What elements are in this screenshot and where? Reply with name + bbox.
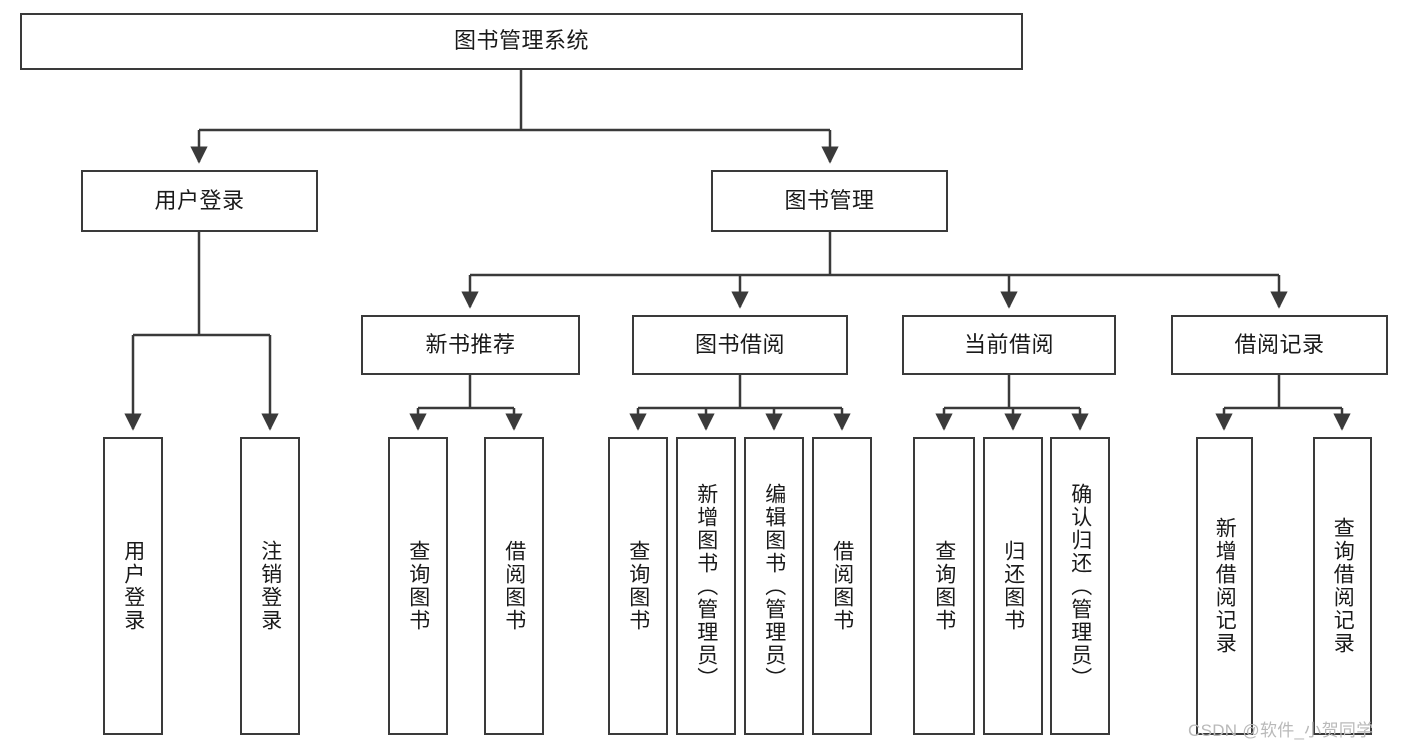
node-label: 编辑图书（管理员） bbox=[762, 482, 786, 690]
node-book-borrow[interactable]: 图书借阅 bbox=[632, 315, 848, 375]
node-label: 新书推荐 bbox=[425, 331, 516, 357]
leaf-current-return-book[interactable]: 归还图书 bbox=[983, 437, 1043, 735]
node-current-borrow[interactable]: 当前借阅 bbox=[902, 315, 1116, 375]
leaf-user-login[interactable]: 用户登录 bbox=[103, 437, 163, 735]
node-label: 当前借阅 bbox=[963, 331, 1054, 357]
node-label: 图书借阅 bbox=[694, 331, 785, 357]
node-label: 查询图书 bbox=[406, 540, 430, 632]
node-label: 查询图书 bbox=[932, 540, 956, 632]
node-label: 用户登录 bbox=[154, 187, 245, 213]
node-label: 图书管理系统 bbox=[453, 28, 589, 54]
node-label: 新增借阅记录 bbox=[1213, 517, 1237, 655]
leaf-records-add-record[interactable]: 新增借阅记录 bbox=[1196, 437, 1253, 735]
leaf-borrow-lend-book[interactable]: 借阅图书 bbox=[812, 437, 872, 735]
leaf-borrow-edit-book-admin[interactable]: 编辑图书（管理员） bbox=[744, 437, 804, 735]
leaf-newbook-borrow-book[interactable]: 借阅图书 bbox=[484, 437, 544, 735]
leaf-newbook-query-book[interactable]: 查询图书 bbox=[388, 437, 448, 735]
leaf-borrow-query-book[interactable]: 查询图书 bbox=[608, 437, 668, 735]
node-label: 确认归还（管理员） bbox=[1068, 482, 1092, 690]
node-book-management[interactable]: 图书管理 bbox=[711, 170, 948, 232]
node-label: 借阅记录 bbox=[1234, 331, 1325, 357]
node-user-login[interactable]: 用户登录 bbox=[81, 170, 318, 232]
csdn-watermark: CSDN @软件_小贺同学 bbox=[1188, 721, 1374, 740]
leaf-user-logout[interactable]: 注销登录 bbox=[240, 437, 300, 735]
node-label: 图书管理 bbox=[784, 187, 875, 213]
leaf-borrow-add-book-admin[interactable]: 新增图书（管理员） bbox=[676, 437, 736, 735]
node-label: 用户登录 bbox=[121, 540, 145, 632]
node-label: 借阅图书 bbox=[830, 540, 854, 632]
node-label: 查询图书 bbox=[626, 540, 650, 632]
leaf-records-query-record[interactable]: 查询借阅记录 bbox=[1313, 437, 1372, 735]
node-label: 注销登录 bbox=[258, 540, 282, 632]
node-borrow-records[interactable]: 借阅记录 bbox=[1171, 315, 1388, 375]
node-new-book-recommend[interactable]: 新书推荐 bbox=[361, 315, 580, 375]
node-label: 新增图书（管理员） bbox=[694, 482, 718, 690]
node-label: 归还图书 bbox=[1001, 540, 1025, 632]
leaf-current-query-book[interactable]: 查询图书 bbox=[913, 437, 975, 735]
node-root-book-management-system[interactable]: 图书管理系统 bbox=[20, 13, 1023, 70]
node-label: 借阅图书 bbox=[502, 540, 526, 632]
leaf-current-confirm-return-admin[interactable]: 确认归还（管理员） bbox=[1050, 437, 1110, 735]
node-label: 查询借阅记录 bbox=[1331, 517, 1355, 655]
